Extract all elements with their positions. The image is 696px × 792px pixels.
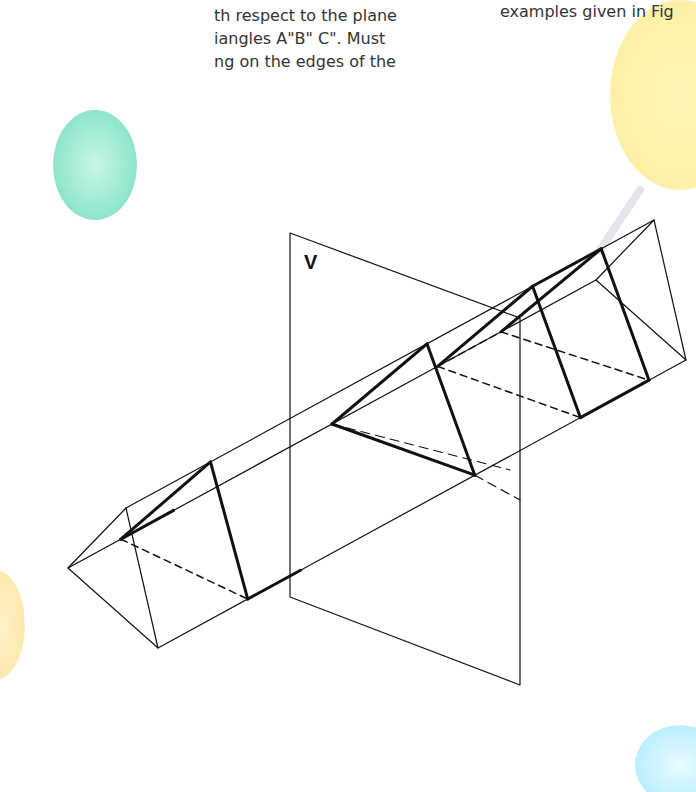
cropped-text-line: examples given in Fig [500, 2, 674, 22]
hidden-line [332, 424, 510, 470]
section-edge [427, 344, 475, 475]
prism-edge [158, 360, 686, 648]
hidden-section-edge [438, 332, 501, 367]
hidden-line [475, 475, 520, 500]
cropped-text-line: iangles A"B" C". Must [214, 29, 385, 49]
section-edge [248, 570, 301, 599]
end-face [596, 220, 686, 360]
section-edge [332, 424, 475, 475]
hidden-section-edge [501, 332, 649, 380]
cropped-text-line: th respect to the plane [214, 6, 397, 26]
section-edge [533, 249, 602, 286]
section-edge [121, 462, 211, 539]
end-face [68, 508, 158, 648]
plane-v [290, 233, 520, 685]
section-edge [121, 510, 174, 539]
prism-edge [68, 280, 596, 568]
section-edge [501, 249, 649, 380]
section-edge [210, 462, 247, 599]
hidden-section-edge [121, 539, 248, 599]
section-edge [438, 286, 581, 417]
cropped-text-line: ng on the edges of the [214, 52, 396, 72]
section-edge [332, 344, 427, 424]
plane-label: V [303, 252, 318, 272]
hidden-section-edge [438, 366, 581, 417]
section-edge [580, 380, 649, 417]
prism-drawing [68, 220, 686, 685]
